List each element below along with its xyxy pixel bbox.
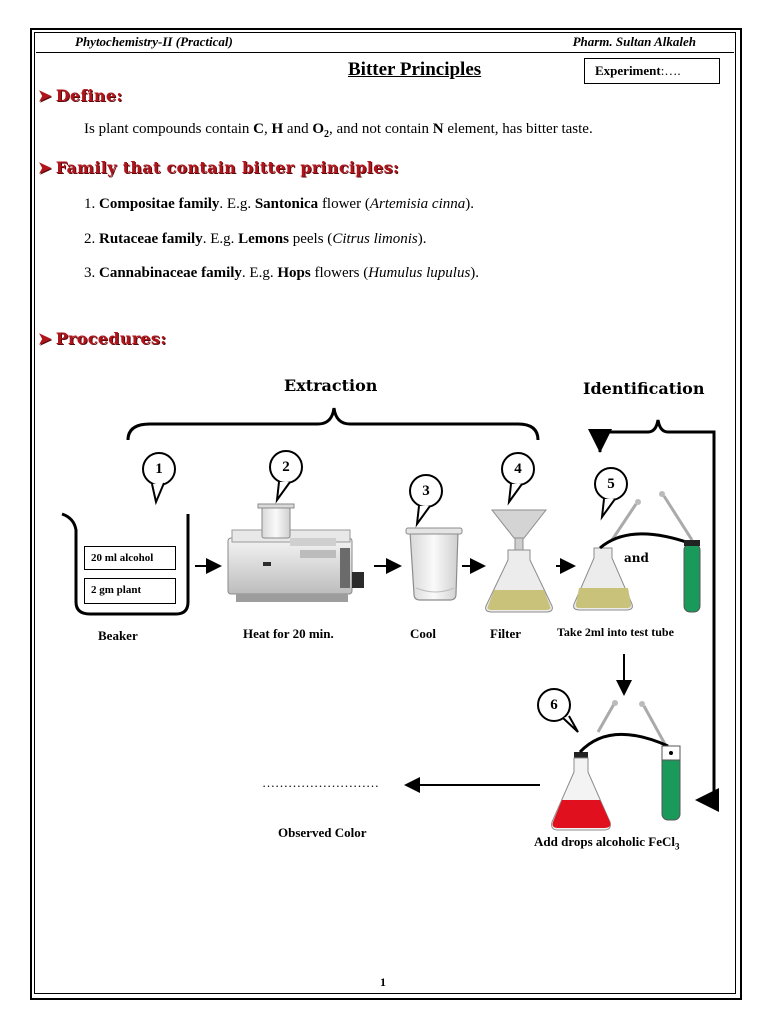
step-bubble-4 xyxy=(501,452,535,506)
section-procedures: ➤Procedures: xyxy=(38,329,166,348)
family-item-1: 1. Compositae family. E.g. Santonica flo… xyxy=(84,196,474,212)
page-number: 1 xyxy=(380,975,386,989)
experiment-value: :…. xyxy=(660,63,681,78)
beaker-content-plant: 2 gm plant xyxy=(84,578,176,604)
water-bath-icon xyxy=(227,503,364,602)
definition-text: Is plant compounds contain C, H and O2, … xyxy=(84,121,593,140)
identification-brace xyxy=(598,419,719,812)
header-course: Phytochemistry-II (Practical) xyxy=(75,34,233,49)
label-beaker: Beaker xyxy=(98,628,138,643)
beaker-content-alcohol: 20 ml alcohol xyxy=(84,546,176,570)
section-define-label: Define: xyxy=(55,86,123,105)
bullet-arrow-icon: ➤ xyxy=(38,329,52,348)
step-number-3: 3 xyxy=(422,483,430,499)
section-procedures-label: Procedures: xyxy=(55,329,167,348)
label-heat: Heat for 20 min. xyxy=(243,626,334,641)
section-family: ➤Family that contain bitter principles: xyxy=(38,158,399,177)
label-filter: Filter xyxy=(490,626,522,641)
observed-color-blank: ……………………… xyxy=(262,775,379,790)
experiment-box: Experiment:…. xyxy=(584,58,720,84)
section-define: ➤Define: xyxy=(38,86,123,105)
bullet-arrow-icon: ➤ xyxy=(38,158,52,177)
step-number-1: 1 xyxy=(155,461,163,477)
experiment-label: Experiment xyxy=(595,63,661,78)
step-bubble-3 xyxy=(409,474,443,528)
filter-flask-icon xyxy=(485,509,553,613)
extraction-brace xyxy=(126,407,540,441)
page-border-outer xyxy=(30,28,742,1000)
section-family-label: Family that contain bitter principles: xyxy=(55,158,400,177)
cool-beaker-icon xyxy=(405,527,463,601)
step-bubble-5 xyxy=(594,467,628,521)
family-item-2: 2. Rutaceae family. E.g. Lemons peels (C… xyxy=(84,231,427,247)
beaker-icon xyxy=(61,512,190,616)
flask-testtube-icon xyxy=(573,491,701,613)
page-border-inner xyxy=(34,32,736,994)
step-number-6: 6 xyxy=(550,697,558,713)
step-bubble-2 xyxy=(269,450,303,504)
and-label: and xyxy=(624,551,649,565)
label-add-fecl3: Add drops alcoholic FeCl3 xyxy=(534,834,680,852)
step-number-2: 2 xyxy=(282,459,290,475)
family-item-3: 3. Cannabinaceae family. E.g. Hops flowe… xyxy=(84,265,480,281)
header-rule xyxy=(36,52,734,53)
bullet-arrow-icon: ➤ xyxy=(38,86,52,105)
step-bubble-6 xyxy=(537,688,579,733)
label-cool: Cool xyxy=(410,626,436,641)
header-author: Pharm. Sultan Alkaleh xyxy=(572,34,696,49)
step-number-5: 5 xyxy=(607,476,615,492)
identification-heading: Identification xyxy=(583,379,705,398)
step-bubble-1 xyxy=(142,452,176,506)
red-flask-icon xyxy=(551,700,681,831)
page-title: Bitter Principles xyxy=(348,59,482,80)
label-observed-color: Observed Color xyxy=(278,825,367,840)
extraction-heading: Extraction xyxy=(284,376,378,395)
step-number-4: 4 xyxy=(514,461,522,477)
label-take-2ml: Take 2ml into test tube xyxy=(557,625,674,639)
